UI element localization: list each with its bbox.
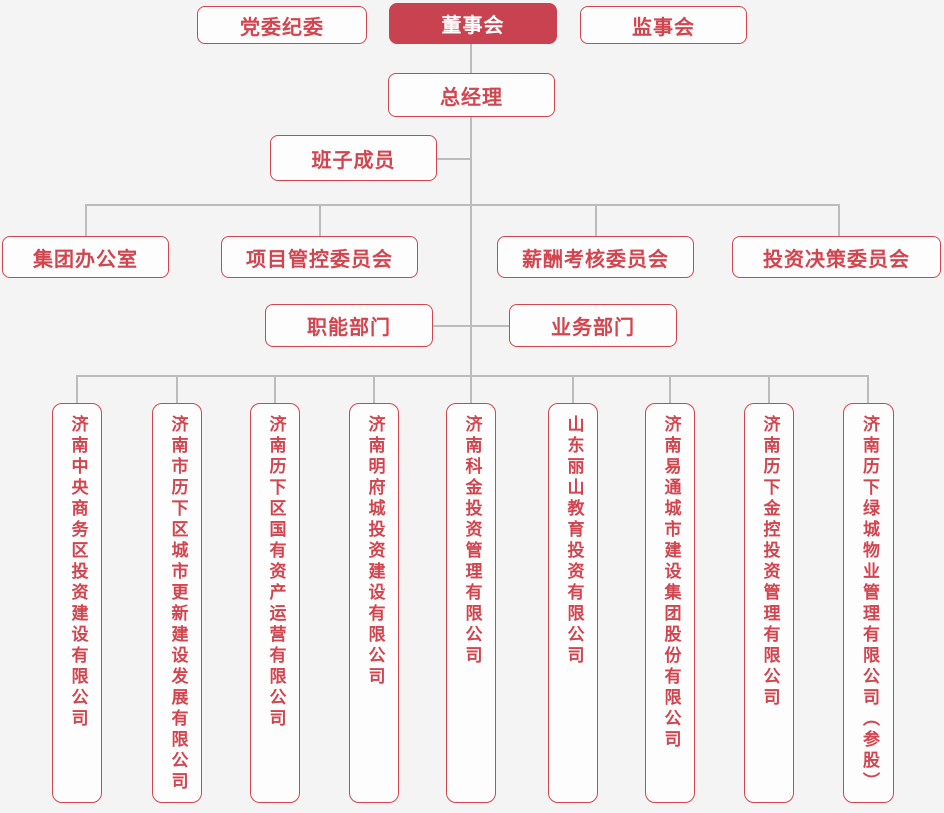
node-subsidiary-1: 济南中央商务区投资建设有限公司 bbox=[52, 403, 102, 803]
connector-departments bbox=[433, 325, 510, 327]
node-subsidiary-9: 济南历下绿城物业管理有限公司（参股） bbox=[843, 403, 894, 803]
connector-subsidiary-drop-9 bbox=[867, 375, 869, 403]
connector-committee-rail bbox=[85, 204, 839, 206]
node-group-office: 集团办公室 bbox=[2, 236, 169, 278]
connector-subsidiary-drop-1 bbox=[76, 375, 78, 403]
connector-subsidiary-rail bbox=[77, 375, 869, 377]
connector-committee-drop-4 bbox=[838, 204, 840, 236]
node-supervisory-board: 监事会 bbox=[580, 6, 747, 44]
node-subsidiary-6: 山东丽山教育投资有限公司 bbox=[548, 403, 598, 803]
node-general-manager: 总经理 bbox=[388, 73, 555, 117]
connector-main-vertical bbox=[470, 117, 472, 377]
connector-subsidiary-drop-8 bbox=[768, 375, 770, 403]
connector-subsidiary-drop-7 bbox=[669, 375, 671, 403]
node-party-discipline-committee: 党委纪委 bbox=[197, 6, 367, 44]
node-investment-decision-committee: 投资决策委员会 bbox=[732, 236, 941, 278]
connector-subsidiary-drop-5 bbox=[470, 375, 472, 403]
subsidiary-label: 山东丽山教育投资有限公司 bbox=[563, 415, 584, 667]
node-subsidiary-2: 济南市历下区城市更新建设发展有限公司 bbox=[152, 403, 202, 803]
connector-committee-drop-2 bbox=[319, 204, 321, 236]
connector-subsidiary-drop-3 bbox=[274, 375, 276, 403]
node-subsidiary-7: 济南易通城市建设集团股份有限公司 bbox=[645, 403, 695, 803]
node-functional-departments: 职能部门 bbox=[265, 304, 433, 347]
subsidiary-label: 济南中央商务区投资建设有限公司 bbox=[67, 415, 88, 730]
node-subsidiary-5: 济南科金投资管理有限公司 bbox=[446, 403, 496, 803]
node-leadership-team: 班子成员 bbox=[270, 135, 437, 181]
node-subsidiary-8: 济南历下金控投资管理有限公司 bbox=[744, 403, 794, 803]
node-subsidiary-3: 济南历下区国有资产运营有限公司 bbox=[250, 403, 300, 803]
node-compensation-assessment-committee: 薪酬考核委员会 bbox=[497, 236, 694, 278]
node-board-of-directors: 董事会 bbox=[389, 3, 557, 44]
connector-subsidiary-drop-6 bbox=[572, 375, 574, 403]
connector-leadership-team bbox=[437, 158, 471, 160]
subsidiary-label: 济南历下区国有资产运营有限公司 bbox=[265, 415, 286, 730]
subsidiary-label: 济南科金投资管理有限公司 bbox=[461, 415, 482, 667]
subsidiary-label: 济南历下金控投资管理有限公司 bbox=[759, 415, 780, 709]
connector-committee-drop-1 bbox=[85, 204, 87, 236]
connector-board-to-gm bbox=[470, 44, 472, 73]
node-subsidiary-4: 济南明府城投资建设有限公司 bbox=[349, 403, 399, 803]
connector-subsidiary-drop-4 bbox=[373, 375, 375, 403]
subsidiary-label: 济南市历下区城市更新建设发展有限公司 bbox=[167, 415, 188, 793]
subsidiary-label: 济南易通城市建设集团股份有限公司 bbox=[660, 415, 681, 751]
node-business-departments: 业务部门 bbox=[509, 304, 677, 347]
subsidiary-label: 济南历下绿城物业管理有限公司（参股） bbox=[859, 415, 879, 793]
connector-committee-drop-3 bbox=[595, 204, 597, 236]
connector-subsidiary-drop-2 bbox=[176, 375, 178, 403]
subsidiary-label: 济南明府城投资建设有限公司 bbox=[364, 415, 385, 688]
node-project-control-committee: 项目管控委员会 bbox=[221, 236, 418, 278]
